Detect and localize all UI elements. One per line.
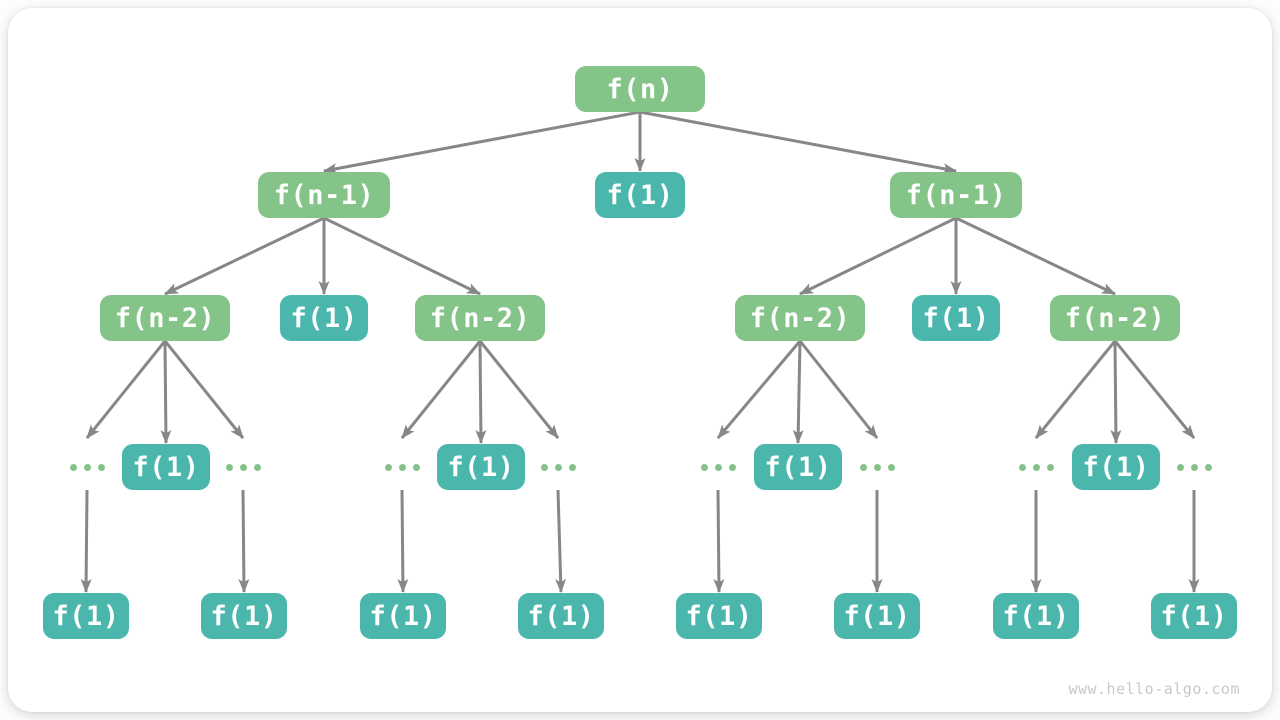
- tree-edge: [397, 489, 409, 593]
- tree-edge: [323, 216, 481, 296]
- tree-edge: [80, 489, 92, 593]
- tree-edge: [716, 340, 802, 439]
- tree-edge: [323, 110, 641, 175]
- watermark-text: www.hello-algo.com: [1068, 680, 1240, 698]
- tree-edge: [400, 340, 482, 439]
- tree-edge: [1113, 340, 1196, 439]
- tree-edge: [792, 340, 804, 444]
- tree-edge: [475, 340, 487, 444]
- tree-edge: [1110, 340, 1122, 444]
- tree-edge: [164, 216, 325, 296]
- tree-edge: [163, 340, 245, 439]
- tree-edge: [555, 489, 567, 593]
- tree-edge: [238, 489, 250, 593]
- tree-edge: [799, 216, 957, 296]
- tree-edge: [798, 340, 879, 439]
- tree-edge: [639, 110, 957, 175]
- tree-edge: [955, 216, 1116, 296]
- tree-edge: [85, 340, 167, 439]
- tree-edge: [713, 489, 725, 593]
- tree-edge: [1034, 340, 1117, 439]
- tree-edge: [160, 340, 172, 444]
- tree-edge: [478, 340, 560, 439]
